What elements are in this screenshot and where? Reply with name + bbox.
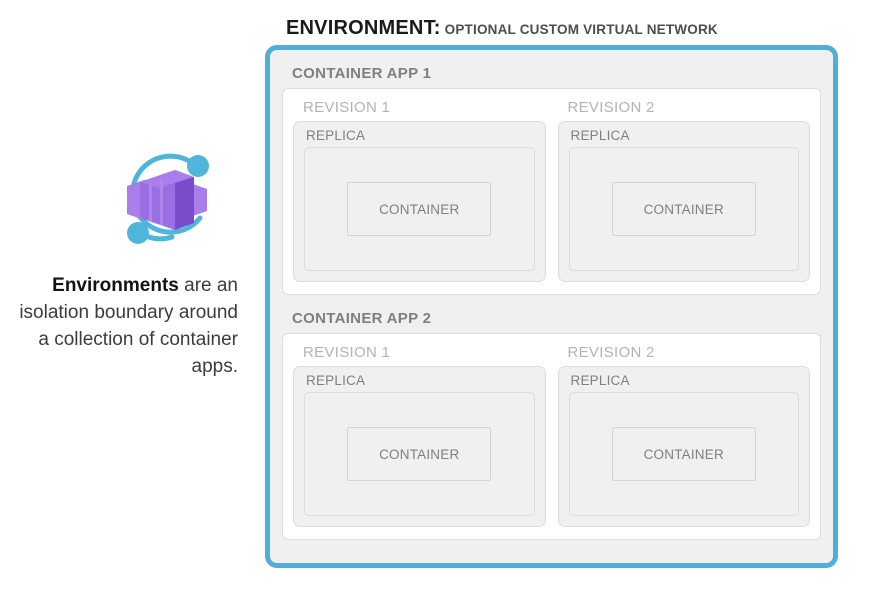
environment-subtitle: OPTIONAL CUSTOM VIRTUAL NETWORK <box>444 22 718 37</box>
container-app-panel: CONTAINER APP 2 REVISION 1 REPLICA CONTA… <box>282 307 821 540</box>
intro-description-lead: Environments <box>52 275 179 296</box>
replica-title: REPLICA <box>306 373 366 388</box>
container-box: CONTAINER <box>347 427 492 481</box>
container-box: CONTAINER <box>611 182 756 236</box>
environment-header: ENVIRONMENT:OPTIONAL CUSTOM VIRTUAL NETW… <box>286 17 718 40</box>
container-box: CONTAINER <box>611 427 756 481</box>
intro-panel: Environments are an isolation boundary a… <box>0 0 250 593</box>
revision-title: REVISION 2 <box>567 99 655 116</box>
replica-title: REPLICA <box>570 373 630 388</box>
intro-description-rest: are an isolation boundary around a colle… <box>19 275 238 377</box>
container-label: CONTAINER <box>379 201 460 217</box>
revision-column: REVISION 1 REPLICA CONTAINER <box>293 99 546 282</box>
replica-inner-area: CONTAINER <box>304 392 535 516</box>
container-label: CONTAINER <box>379 446 460 462</box>
replica-box: REPLICA CONTAINER <box>557 366 810 527</box>
container-label: CONTAINER <box>643 201 724 217</box>
revision-column: REVISION 2 REPLICA CONTAINER <box>557 99 810 282</box>
replica-box: REPLICA CONTAINER <box>293 366 546 527</box>
revision-title: REVISION 1 <box>303 99 391 116</box>
replica-box: REPLICA CONTAINER <box>293 121 546 282</box>
revision-column: REVISION 2 REPLICA CONTAINER <box>557 344 810 527</box>
replica-title: REPLICA <box>570 128 630 143</box>
container-box: CONTAINER <box>347 182 492 236</box>
container-app-body: REVISION 1 REPLICA CONTAINER REVISION 2 … <box>282 88 821 295</box>
replica-title: REPLICA <box>306 128 366 143</box>
container-label: CONTAINER <box>643 446 724 462</box>
environment-boundary: CONTAINER APP 1 REVISION 1 REPLICA CONTA… <box>265 45 838 568</box>
replica-inner-area: CONTAINER <box>568 147 799 271</box>
container-app-title: CONTAINER APP 1 <box>292 65 432 82</box>
revision-title: REVISION 2 <box>567 344 655 361</box>
container-app-title: CONTAINER APP 2 <box>292 310 432 327</box>
revision-title: REVISION 1 <box>303 344 391 361</box>
intro-description: Environments are an isolation boundary a… <box>10 272 238 380</box>
revision-column: REVISION 1 REPLICA CONTAINER <box>293 344 546 527</box>
container-app-panel: CONTAINER APP 1 REVISION 1 REPLICA CONTA… <box>282 62 821 295</box>
environment-title: ENVIRONMENT: <box>286 17 441 39</box>
container-app-body: REVISION 1 REPLICA CONTAINER REVISION 2 … <box>282 333 821 540</box>
azure-container-apps-icon <box>112 144 222 254</box>
replica-inner-area: CONTAINER <box>304 147 535 271</box>
replica-inner-area: CONTAINER <box>568 392 799 516</box>
replica-box: REPLICA CONTAINER <box>557 121 810 282</box>
